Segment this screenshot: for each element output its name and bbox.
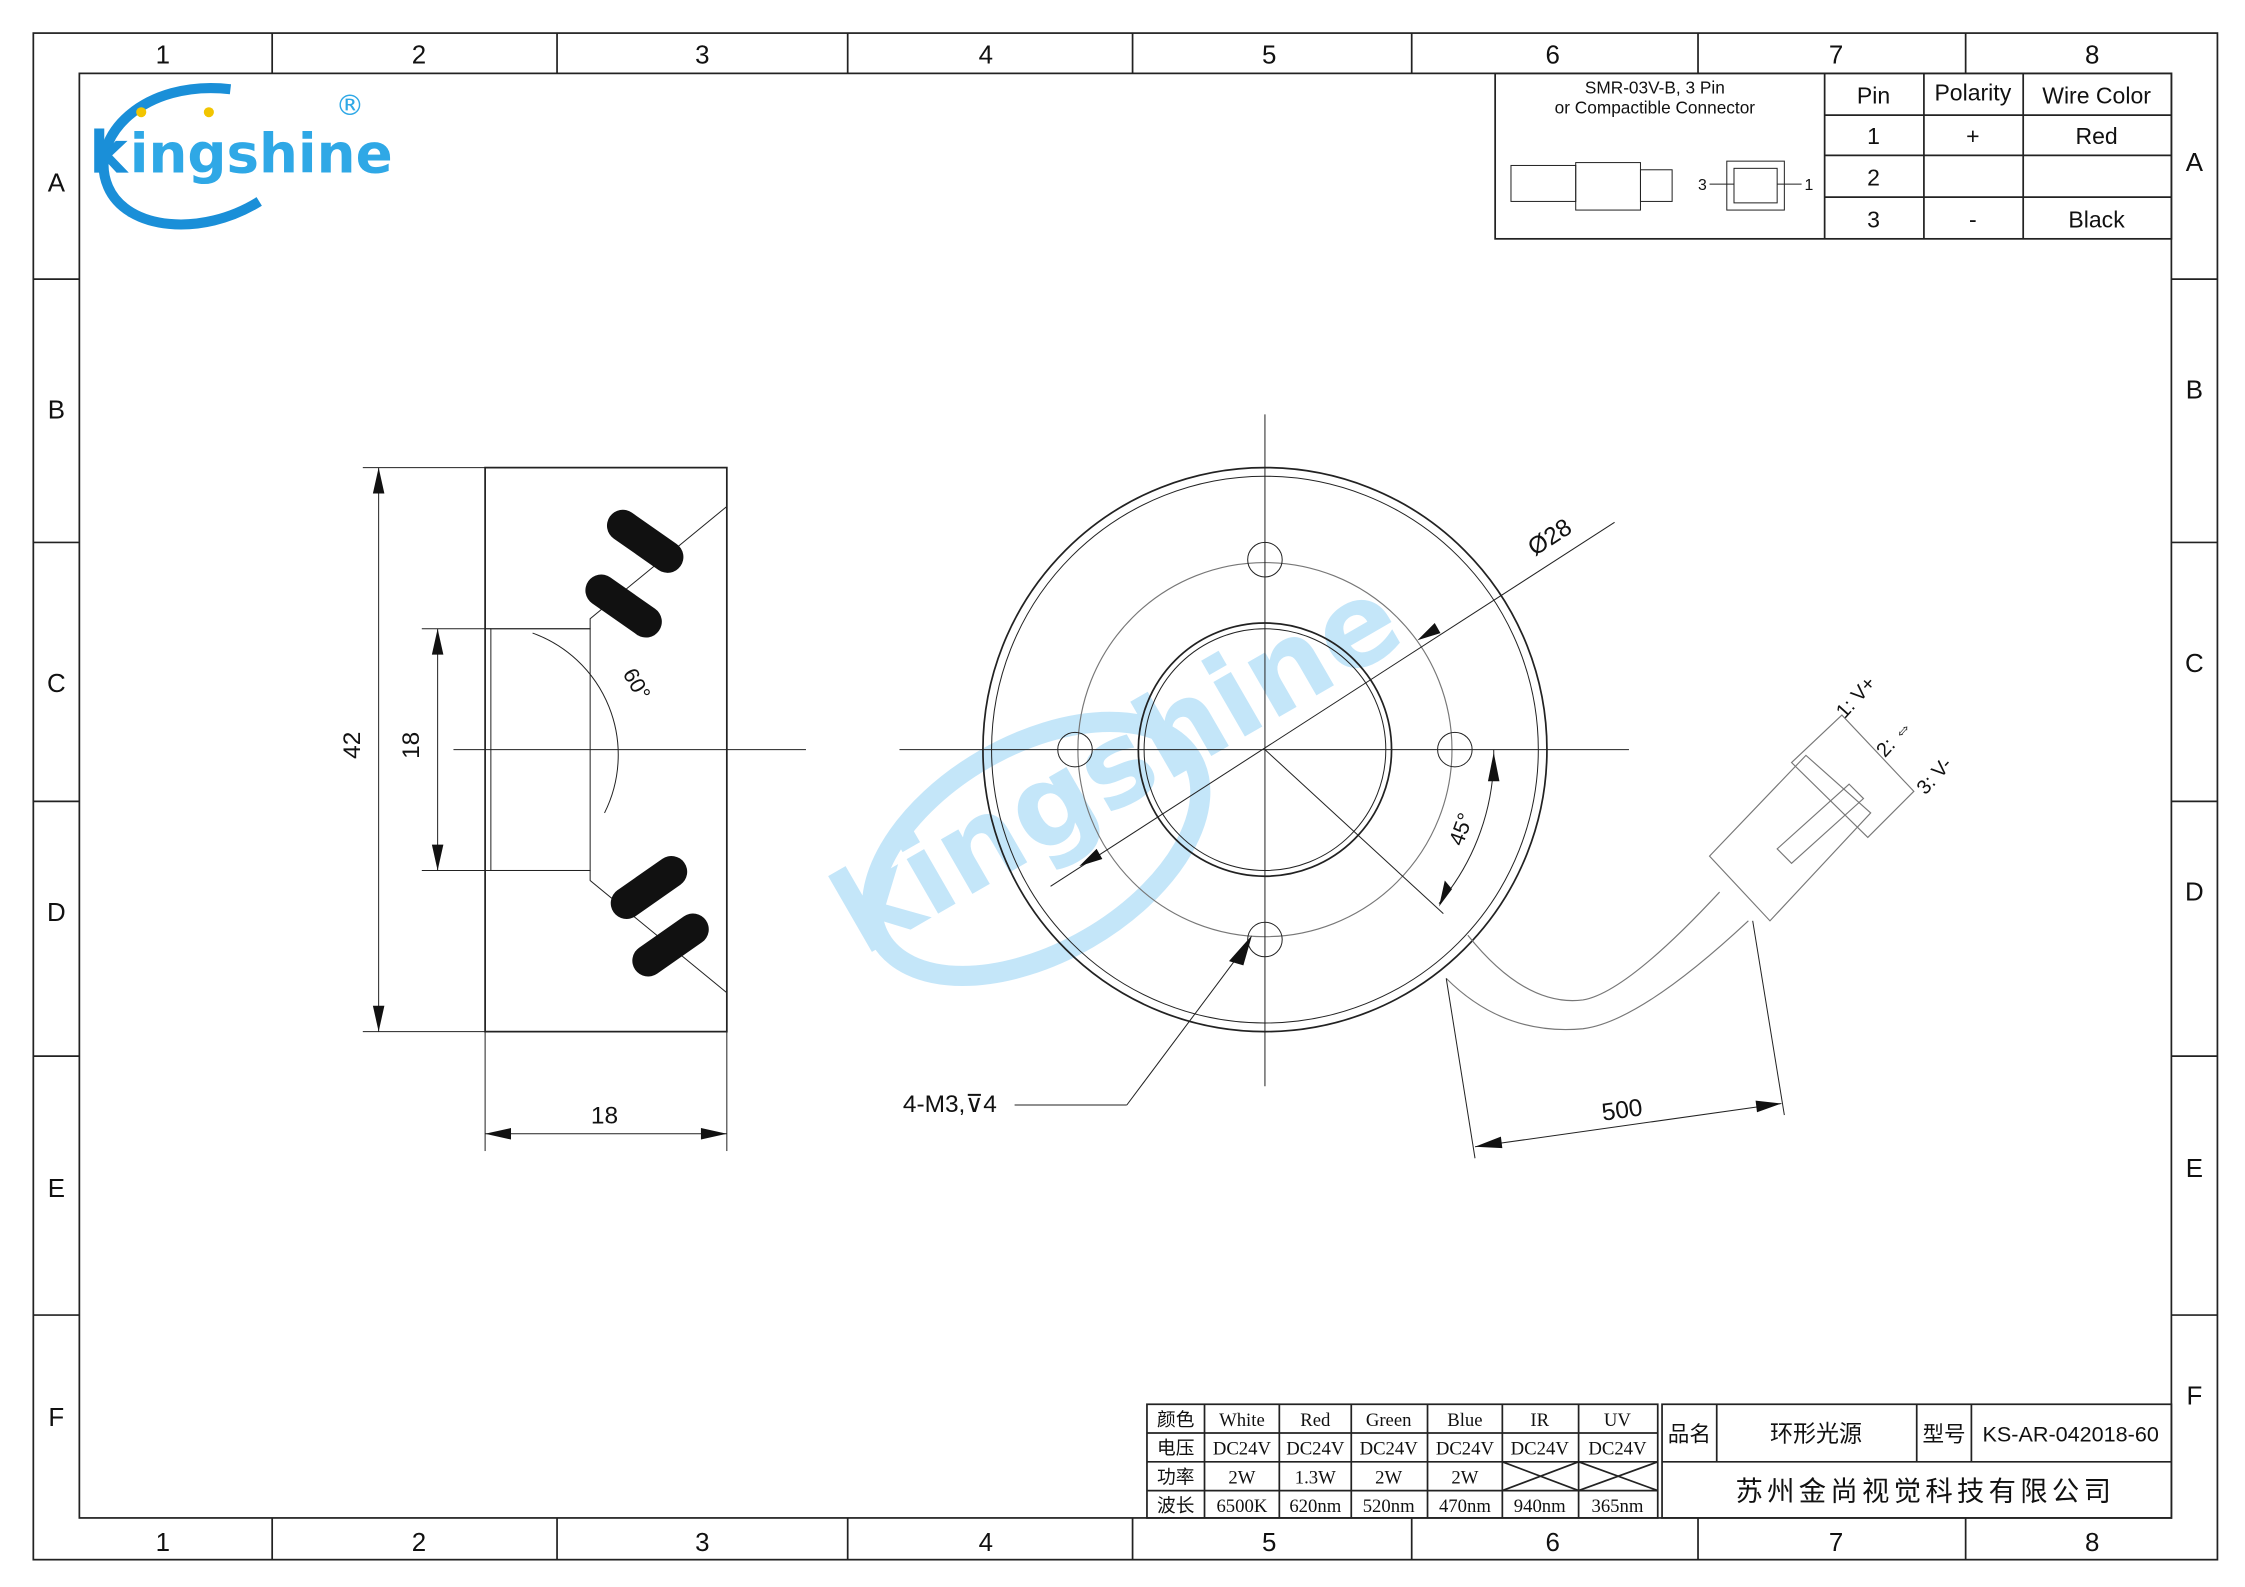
spec-cell: DC24V: [1588, 1439, 1647, 1460]
spec-cell: White: [1219, 1410, 1265, 1431]
column-label: 7: [1829, 41, 1843, 69]
spec-cell: UV: [1604, 1410, 1631, 1431]
angle-45: 45°: [1443, 809, 1478, 848]
spec-cell: Green: [1366, 1410, 1412, 1431]
angle-60: 60°: [618, 664, 656, 705]
spec-table: 颜色 White Red Green Blue IR UV 电压 DC24V D…: [1146, 1403, 1659, 1519]
pin-cell: 1: [1867, 123, 1880, 149]
column-label: 7: [1829, 1529, 1843, 1557]
spec-label: 电压: [1157, 1439, 1194, 1460]
row-label: E: [2186, 1155, 2203, 1183]
logo-text: ingshine: [130, 122, 393, 186]
holes-callout: 4-M3,⊽4: [903, 1091, 997, 1118]
dimension-18-inner: 18: [398, 732, 425, 759]
model-number: KS-AR-042018-60: [1983, 1422, 2159, 1447]
row-label: D: [47, 899, 66, 927]
spec-cell: 365nm: [1591, 1496, 1643, 1517]
column-label: 2: [412, 41, 426, 69]
wire-color-cell: Red: [2075, 123, 2117, 149]
spec-cell: DC24V: [1286, 1439, 1345, 1460]
row-label: E: [48, 1175, 65, 1203]
spec-label: 颜色: [1157, 1410, 1194, 1431]
side-section-view: 42 18 18 60°: [339, 466, 806, 1152]
row-label: A: [2186, 149, 2204, 177]
cable-pin-3: 3: V-: [1913, 754, 1957, 799]
dimension-18-width: 18: [591, 1103, 618, 1130]
name-label: 品名: [1668, 1422, 1711, 1447]
column-label: 4: [979, 41, 993, 69]
column-label: 3: [695, 1529, 709, 1557]
model-label: 型号: [1922, 1422, 1965, 1447]
spec-cell: 940nm: [1514, 1496, 1566, 1517]
column-label: 3: [695, 41, 709, 69]
product-name: 环形光源: [1770, 1421, 1862, 1447]
row-label: C: [47, 670, 66, 698]
column-label: 8: [2085, 41, 2099, 69]
row-label: F: [2187, 1382, 2203, 1410]
spec-cell: Blue: [1447, 1410, 1482, 1431]
column-label: 6: [1546, 1529, 1560, 1557]
spec-cell: DC24V: [1436, 1439, 1495, 1460]
column-label: 4: [979, 1529, 993, 1557]
row-label: D: [2185, 879, 2204, 907]
spec-cell: IR: [1530, 1410, 1549, 1431]
spec-cell: DC24V: [1213, 1439, 1272, 1460]
spec-label: 波长: [1157, 1496, 1195, 1517]
spec-cell: 2W: [1375, 1467, 1402, 1488]
spec-cell: Red: [1300, 1410, 1331, 1431]
header-wire-color: Wire Color: [2042, 83, 2151, 109]
dimension-42: 42: [339, 732, 366, 759]
column-label: 8: [2085, 1529, 2099, 1557]
spec-cell: DC24V: [1511, 1439, 1570, 1460]
wire-color-cell: Black: [2068, 206, 2125, 232]
spec-cell: DC24V: [1360, 1439, 1419, 1460]
spec-cell: 620nm: [1289, 1496, 1341, 1517]
connector-side-icon: [1510, 160, 1802, 211]
column-label: 5: [1262, 1529, 1276, 1557]
pin-label-1: 1: [1804, 177, 1813, 194]
company-name: 苏州金尚视觉科技有限公司: [1735, 1476, 2115, 1507]
watermark-logo: kingshine: [811, 550, 1423, 986]
connector-table: SMR-03V-B, 3 Pin or Compactible Connecto…: [1494, 72, 2173, 240]
connector-subtitle: or Compactible Connector: [1555, 98, 1756, 118]
spec-cell: 470nm: [1439, 1496, 1491, 1517]
spec-cell: 2W: [1228, 1467, 1255, 1488]
column-label: 6: [1546, 41, 1560, 69]
cable-connector: [1708, 714, 1915, 922]
pin-label-3: 3: [1698, 177, 1707, 194]
connector-title: SMR-03V-B, 3 Pin: [1585, 78, 1725, 98]
column-label: 1: [156, 41, 170, 69]
title-block: 品名 环形光源 型号 KS-AR-042018-60 苏州金尚视觉科技有限公司: [1661, 1403, 2173, 1519]
row-label: B: [2186, 377, 2203, 405]
pin-cell: 2: [1867, 165, 1880, 191]
spec-cell: 6500K: [1216, 1496, 1267, 1517]
header-pin: Pin: [1857, 83, 1890, 109]
svg-text:k: k: [89, 120, 129, 187]
column-label: 5: [1262, 41, 1276, 69]
column-label: 2: [412, 1529, 426, 1557]
spec-cell: 2W: [1451, 1467, 1478, 1488]
diameter-28: Ø28: [1523, 514, 1576, 562]
spec-cell: 520nm: [1363, 1496, 1415, 1517]
row-label: B: [48, 397, 65, 425]
spec-cell: 1.3W: [1295, 1467, 1336, 1488]
column-label: 1: [156, 1529, 170, 1557]
cable-length-500: 500: [1600, 1094, 1644, 1126]
drawing-frame: 1 2 3 4 5 6 7 8 1 2 3 4 5 6 7 8 A B C D …: [32, 32, 2219, 1561]
polarity-cell: +: [1966, 123, 1979, 149]
kingshine-logo: k ingshine ®: [89, 83, 393, 230]
cable-pin-1: 1: V+: [1832, 673, 1880, 723]
pin-cell: 3: [1867, 206, 1880, 232]
row-label: F: [48, 1404, 64, 1432]
header-polarity: Polarity: [1934, 80, 2011, 106]
registered-mark: ®: [335, 88, 364, 122]
spec-label: 功率: [1157, 1467, 1194, 1488]
polarity-cell: -: [1969, 206, 1977, 232]
row-label: A: [48, 169, 66, 197]
row-label: C: [2185, 650, 2204, 678]
